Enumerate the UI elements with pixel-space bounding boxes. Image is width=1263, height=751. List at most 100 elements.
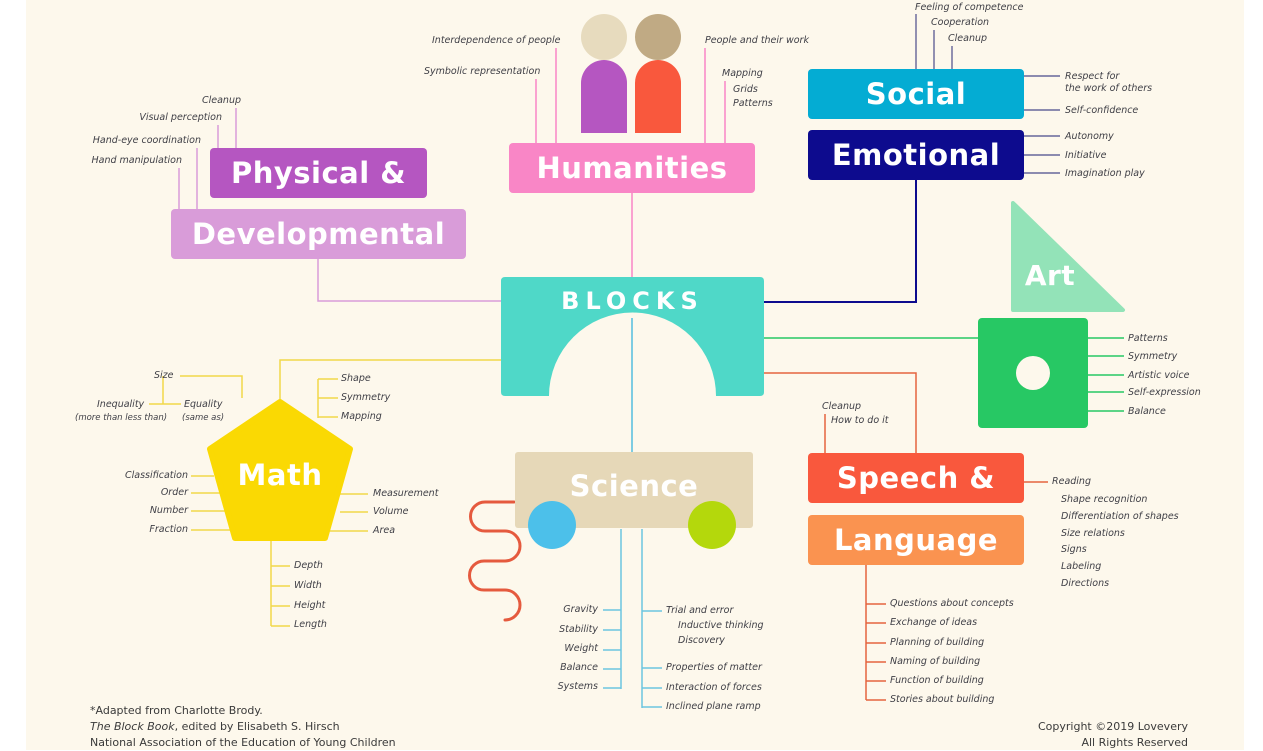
humanities-item: Mapping: [722, 68, 763, 79]
science-title: Science: [569, 469, 699, 503]
science-item: Inductive thinking: [678, 620, 764, 631]
art-item: Balance: [1128, 406, 1166, 417]
speech-item: Questions about concepts: [890, 598, 1014, 609]
social-item: Feeling of competence: [915, 2, 1024, 13]
squiggle-icon: [468, 500, 522, 622]
math-item: Classification: [124, 470, 188, 481]
math-item: Symmetry: [341, 392, 391, 403]
speech-item: Differentiation of shapes: [1061, 511, 1179, 522]
social-item: Cooperation: [931, 17, 990, 28]
speech-item: Labeling: [1061, 561, 1102, 572]
art-item: Symmetry: [1128, 351, 1178, 362]
credit-line2: The Block Book, edited by Elisabeth S. H…: [90, 719, 396, 735]
math-item: Order: [160, 487, 188, 498]
science-item: Gravity: [563, 604, 598, 615]
social-item: Respect for: [1065, 71, 1120, 82]
emotional-item: Autonomy: [1065, 131, 1114, 142]
math-title: Math: [237, 458, 323, 492]
science-item: Weight: [564, 643, 598, 654]
speech-item: Function of building: [890, 675, 984, 686]
math-item-equality: Equality: [184, 399, 223, 410]
humanities-node: Humanities: [509, 143, 755, 193]
speech-title-line2: Language: [833, 523, 999, 557]
math-item: Volume: [373, 506, 409, 517]
speech-item: Shape recognition: [1061, 494, 1148, 505]
science-node: Science: [515, 464, 753, 508]
math-item-inequality: Inequality: [97, 399, 145, 410]
physical-item: Hand manipulation: [91, 155, 182, 166]
math-node: Math: [220, 455, 340, 495]
math-item: Shape: [341, 373, 371, 384]
art-item: Self-expression: [1128, 387, 1201, 398]
science-item: Discovery: [678, 635, 725, 646]
rights-text: All Rights Reserved: [1081, 736, 1188, 749]
footer-credit: *Adapted from Charlotte Brody. The Block…: [90, 703, 396, 751]
art-item: Artistic voice: [1128, 370, 1190, 381]
math-item-inequality-note: (more than less than): [75, 413, 168, 423]
math-item: Number: [149, 505, 188, 516]
social-item: Cleanup: [948, 33, 988, 44]
emotional-title: Emotional: [831, 138, 1001, 172]
science-item: Stability: [559, 624, 598, 635]
speech-title-line1: Speech &: [836, 461, 996, 495]
science-item: Balance: [560, 662, 598, 673]
developmental-node: Developmental: [171, 209, 466, 259]
social-item: the work of others: [1065, 83, 1153, 94]
science-item: Systems: [557, 681, 598, 692]
math-item: Measurement: [373, 488, 439, 499]
math-item: Length: [294, 619, 327, 630]
math-item: Area: [373, 525, 396, 536]
physical-title-line2: Developmental: [191, 217, 446, 251]
math-item-size: Size: [154, 370, 174, 381]
social-node: Social: [808, 69, 1024, 119]
math-item-equality-note: (same as): [182, 413, 225, 423]
humanities-item: Grids: [733, 84, 758, 95]
physical-title-line1: Physical &: [230, 156, 407, 190]
math-item: Fraction: [149, 524, 188, 535]
center-node-blocks: BLOCKS: [501, 283, 764, 319]
copyright-text: Copyright ©2019 Lovevery: [1038, 720, 1188, 733]
humanities-item: Interdependence of people: [432, 35, 561, 46]
emotional-item: Initiative: [1065, 150, 1107, 161]
speech-item: Cleanup: [822, 401, 862, 412]
math-item: Depth: [294, 560, 323, 571]
humanities-item: Patterns: [733, 98, 773, 109]
science-item: Inclined plane ramp: [666, 701, 761, 712]
physical-item: Cleanup: [201, 95, 241, 106]
credit-editor: , edited by Elisabeth S. Hirsch: [174, 720, 340, 733]
speech-item: How to do it: [831, 415, 889, 426]
credit-line3: National Association of the Education of…: [90, 736, 396, 749]
physical-item: Hand-eye coordination: [92, 135, 201, 146]
social-item: Self-confidence: [1065, 105, 1139, 116]
speech-item: Directions: [1061, 578, 1110, 589]
speech-item: Size relations: [1061, 528, 1125, 539]
science-item: Trial and error: [666, 605, 734, 616]
emotional-node: Emotional: [808, 130, 1024, 180]
science-item: Properties of matter: [666, 662, 762, 673]
footer-copyright: Copyright ©2019 Lovevery All Rights Rese…: [1000, 719, 1188, 751]
humanities-item: People and their work: [705, 35, 809, 46]
math-item: Height: [294, 600, 326, 611]
physical-node: Physical &: [210, 148, 427, 198]
art-title: Art: [1024, 258, 1076, 292]
speech-item: Exchange of ideas: [890, 617, 978, 628]
social-title: Social: [865, 77, 967, 111]
credit-book-title: The Block Book: [90, 720, 175, 733]
physical-item: Visual perception: [139, 112, 222, 123]
math-item: Width: [294, 580, 322, 591]
art-node: Art: [1015, 256, 1085, 294]
speech-item: Naming of building: [890, 656, 981, 667]
humanities-item: Symbolic representation: [424, 66, 541, 77]
speech-item: Planning of building: [890, 637, 985, 648]
speech-item: Stories about building: [890, 694, 995, 705]
speech-node: Speech &: [808, 453, 1024, 503]
speech-item: Signs: [1061, 544, 1087, 555]
emotional-item: Imagination play: [1065, 168, 1145, 179]
center-node-label: BLOCKS: [561, 287, 704, 315]
humanities-title: Humanities: [536, 151, 728, 185]
credit-line1: *Adapted from Charlotte Brody.: [90, 704, 263, 717]
language-node: Language: [808, 515, 1024, 565]
speech-item: Reading: [1052, 476, 1091, 487]
science-item: Interaction of forces: [666, 682, 762, 693]
